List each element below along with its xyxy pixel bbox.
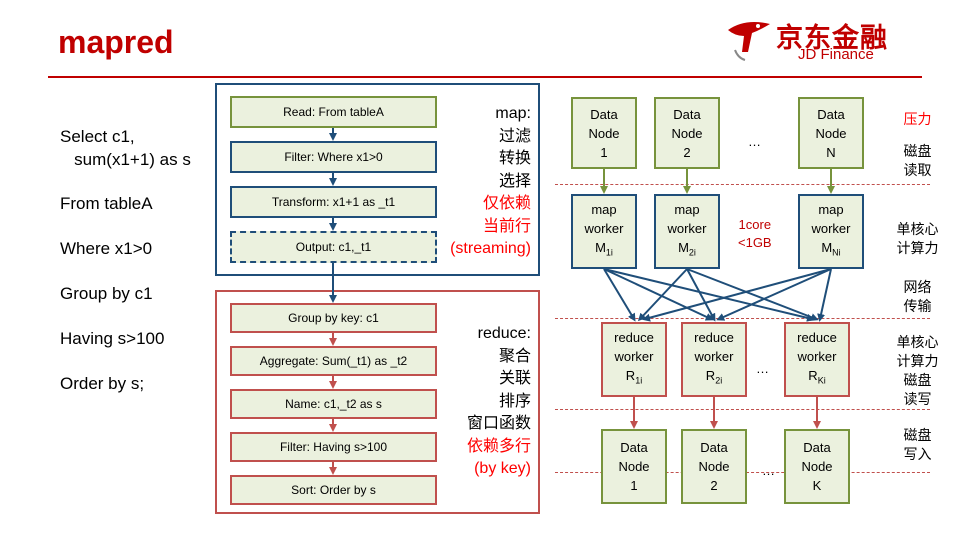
sql-line: Group by c1	[60, 284, 153, 303]
map-step-read: Read: From tableA	[230, 96, 437, 128]
map-label-item: 过滤	[498, 127, 531, 145]
map-label-head: map:	[495, 105, 531, 122]
title-underline	[48, 76, 922, 78]
reduce-step-aggregate: Aggregate: Sum(_t1) as _t2	[230, 346, 437, 376]
reduce-phase-panel	[215, 290, 540, 514]
sql-line: From tableA	[60, 194, 153, 213]
pressure-label: 压力	[903, 111, 932, 127]
sql-line: Where x1>0	[60, 239, 153, 258]
sql-line: Order by s;	[60, 374, 145, 393]
compute-disk-label: 单核心 计算力 磁盘 读写	[896, 334, 939, 407]
reduce-label-item: 聚合	[498, 347, 531, 365]
map-label-item: 选择	[498, 172, 531, 190]
reduce-step-sort: Sort: Order by s	[230, 475, 437, 505]
reduce-label-head: reduce:	[477, 325, 531, 342]
tier-divider	[555, 184, 930, 185]
map-label-red: 当前行	[482, 217, 531, 235]
tier-divider	[555, 409, 930, 410]
reduce-label-item: 关联	[498, 370, 531, 387]
network-label: 网络 传输	[903, 279, 932, 314]
ellipsis: …	[748, 134, 761, 149]
map-label-red: (streaming)	[450, 240, 531, 257]
ellipsis: …	[756, 361, 769, 376]
logo-text-cn: 京东金融	[776, 23, 888, 54]
reduce-label-item: 窗口函数	[466, 415, 531, 432]
sql-line: sum(x1+1) as s	[60, 150, 191, 169]
map-description: map: 过滤转换选择仅依赖当前行 (streaming)	[440, 103, 531, 261]
map-label-item: 转换	[498, 150, 531, 167]
map-step-transform: Transform: x1+1 as _t1	[230, 186, 437, 218]
tier-divider	[555, 318, 930, 319]
page-title: mapred	[58, 24, 174, 60]
reduce-label-red: 依赖多行	[466, 437, 531, 455]
disk-read-label: 磁盘 读取	[903, 143, 932, 178]
disk-write-label: 磁盘 写入	[903, 427, 932, 462]
logo-text-en: JD Finance	[798, 46, 874, 63]
compute-label: 单核心 计算力	[896, 221, 939, 256]
map-step-output: Output: c1,_t1	[230, 231, 437, 263]
reduce-description: reduce: 聚合关联排序窗口函数依赖多行 (by key)	[440, 323, 531, 481]
map-label-red: 仅依赖	[482, 195, 531, 212]
reduce-step-group: Group by key: c1	[230, 303, 437, 333]
reduce-label-item: 排序	[498, 392, 531, 410]
resource-label: 1core<1GB	[738, 217, 772, 250]
map-step-filter: Filter: Where x1>0	[230, 141, 437, 173]
sql-line: Select c1,	[60, 127, 135, 146]
shuffle-arrows	[603, 268, 832, 322]
reduce-step-name: Name: c1,_t2 as s	[230, 389, 437, 419]
reduce-step-filter: Filter: Having s>100	[230, 432, 437, 462]
ellipsis: …	[762, 463, 775, 478]
map-phase-panel	[215, 83, 540, 276]
sql-line: Having s>100	[60, 329, 165, 348]
reduce-label-red: (by key)	[474, 460, 531, 477]
